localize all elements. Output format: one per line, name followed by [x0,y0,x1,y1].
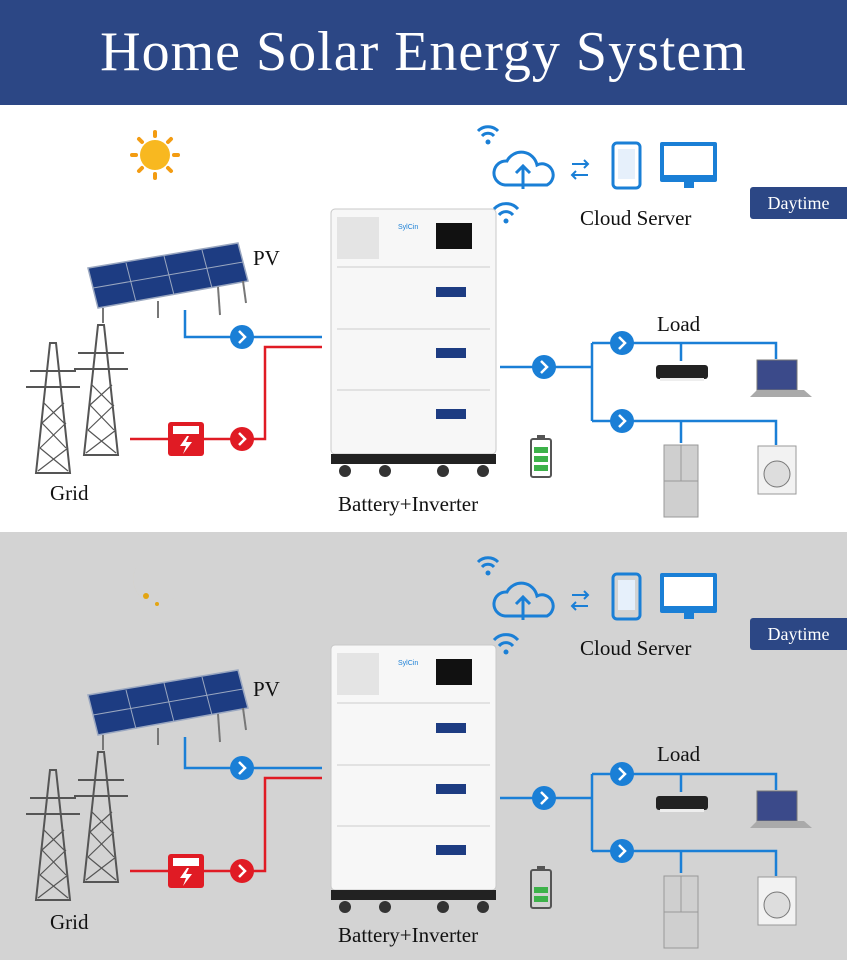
load-flow-arrow-icon [532,762,634,863]
ceiling-lamp-icon [656,796,708,812]
battery-inverter-cabinet [330,644,497,914]
refrigerator-icon [663,875,699,949]
electric-meter-icon [168,854,204,888]
power-tower-left [25,342,81,474]
nighttime-diagram: SylCin [25,556,812,949]
laptop-icon [750,790,812,828]
smartphone-icon [611,572,642,621]
cloud-server-label: Cloud Server [580,206,692,230]
wifi-icon [476,556,520,655]
moon-icon [133,562,176,606]
nighttime-panel: SylCin [0,532,847,960]
smartphone-icon [611,141,642,190]
sync-arrows-icon [570,159,590,180]
grid-flow-arrow-icon [230,859,254,883]
cabinet-brand-logo: SylCin [398,224,418,231]
daytime-diagram: SylCin [25,125,812,518]
solar-panel-array [87,669,249,751]
power-tower-right [73,751,129,883]
grid-line [130,345,322,441]
sun-icon [130,130,180,180]
ceiling-lamp-icon [656,365,708,381]
battery-inverter-label: Battery+Inverter [338,492,479,516]
desktop-monitor-icon [660,573,717,619]
grid-label: Grid [50,910,89,934]
load-label: Load [657,312,701,336]
washing-machine-icon [757,876,797,926]
cloud-server-label: Cloud Server [580,636,692,660]
daytime-badge: Daytime [750,187,847,219]
pv-label: PV [253,246,280,270]
battery-inverter-label: Battery+Inverter [338,923,479,947]
battery-inverter-cabinet [330,208,497,478]
battery-level-icon [530,435,552,478]
page-title: Home Solar Energy System [100,21,747,83]
load-label: Load [657,742,701,766]
daytime-panel: SylCin [0,105,847,533]
power-tower-left [25,769,81,901]
pv-flow-arrow-icon [230,325,254,349]
power-tower-right [73,324,129,456]
battery-level-icon [530,866,552,909]
cloud-upload-icon [492,581,555,620]
wifi-icon [476,125,520,224]
refrigerator-icon [663,444,699,518]
grid-line [130,776,322,873]
solar-panel-array [87,242,249,324]
sync-arrows-icon [570,590,590,611]
pv-line [183,310,322,339]
pv-flow-arrow-icon [230,756,254,780]
pv-label: PV [253,677,280,701]
washing-machine-icon [757,445,797,495]
daytime-badge: Daytime [750,618,847,650]
desktop-monitor-icon [660,142,717,188]
cloud-upload-icon [492,150,555,189]
header-bar [0,0,847,105]
laptop-icon [750,359,812,397]
grid-label: Grid [50,481,89,505]
electric-meter-icon [168,422,204,456]
cabinet-brand-logo: SylCin [398,660,418,667]
pv-line [183,737,322,770]
grid-flow-arrow-icon [230,427,254,451]
load-flow-arrow-icon [532,331,634,433]
